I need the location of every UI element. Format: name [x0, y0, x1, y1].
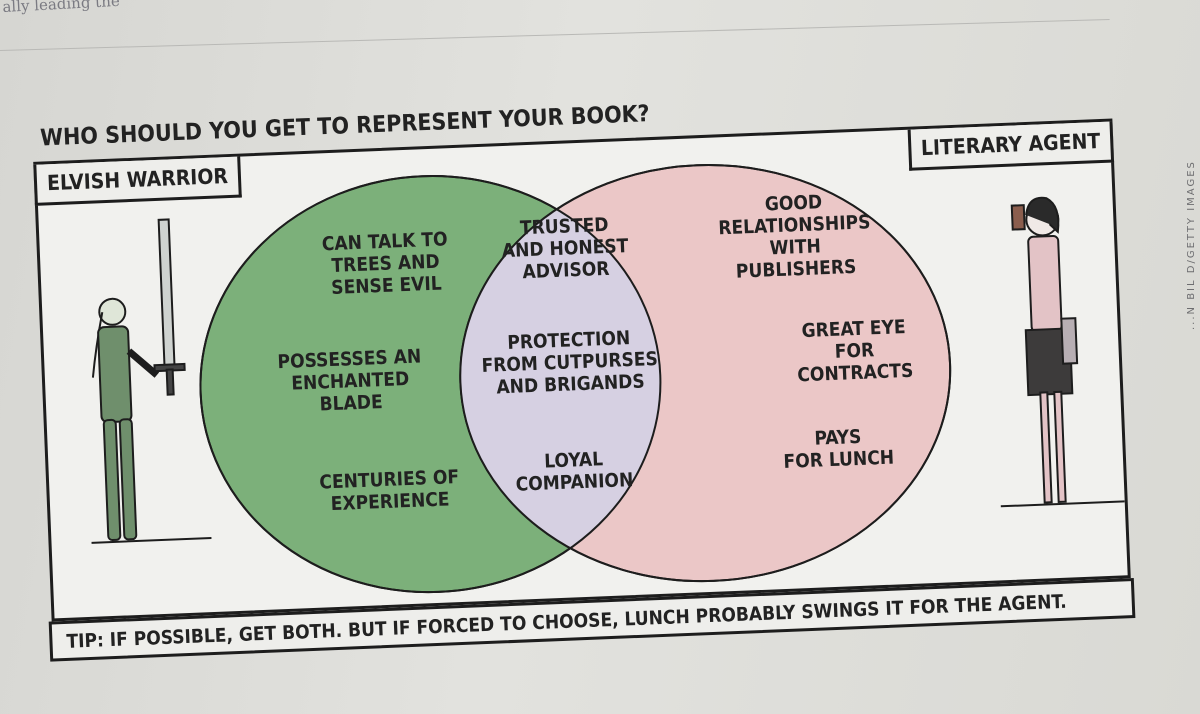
- venn-item-left-2: POSSESSES AN ENCHANTED BLADE: [277, 345, 422, 416]
- venn-overlap-region: [460, 167, 669, 582]
- venn-item-overlap-1: TRUSTED AND HONEST ADVISOR: [501, 213, 629, 284]
- ground-line-right: [1000, 500, 1125, 508]
- venn-diagram-svg: [91, 163, 1125, 594]
- set-label-literary-agent: LITERARY AGENT: [907, 121, 1115, 171]
- comic-panel: ELVISH WARRIOR LITERARY AGENT CAN TALK T…: [33, 118, 1131, 622]
- set-label-elvish-warrior: ELVISH WARRIOR: [33, 156, 242, 206]
- elvish-warrior-figure: [91, 218, 186, 541]
- venn-item-right-2: GREAT EYE FOR CONTRACTS: [796, 315, 914, 387]
- venn-item-right-1: GOOD RELATIONSHIPS WITH PUBLISHERS: [717, 191, 871, 283]
- venn-item-right-3: PAYS FOR LUNCH: [783, 425, 895, 473]
- page-running-text: ally leading the: [2, 0, 121, 16]
- literary-agent-figure: [1010, 196, 1079, 504]
- ground-line-left: [91, 537, 212, 544]
- photo-credit: ...N BIL D/GETTY IMAGES: [1186, 160, 1197, 330]
- venn-item-overlap-3: LOYAL COMPANION: [515, 448, 634, 496]
- venn-circle-right-outline: [459, 163, 952, 583]
- venn-comic: WHO SHOULD YOU GET TO REPRESENT YOUR BOO…: [33, 101, 1136, 662]
- venn-circle-left-outline: [199, 175, 662, 594]
- venn-item-overlap-2: PROTECTION FROM CUTPURSES AND BRIGANDS: [481, 327, 659, 399]
- page-divider: [0, 19, 1110, 51]
